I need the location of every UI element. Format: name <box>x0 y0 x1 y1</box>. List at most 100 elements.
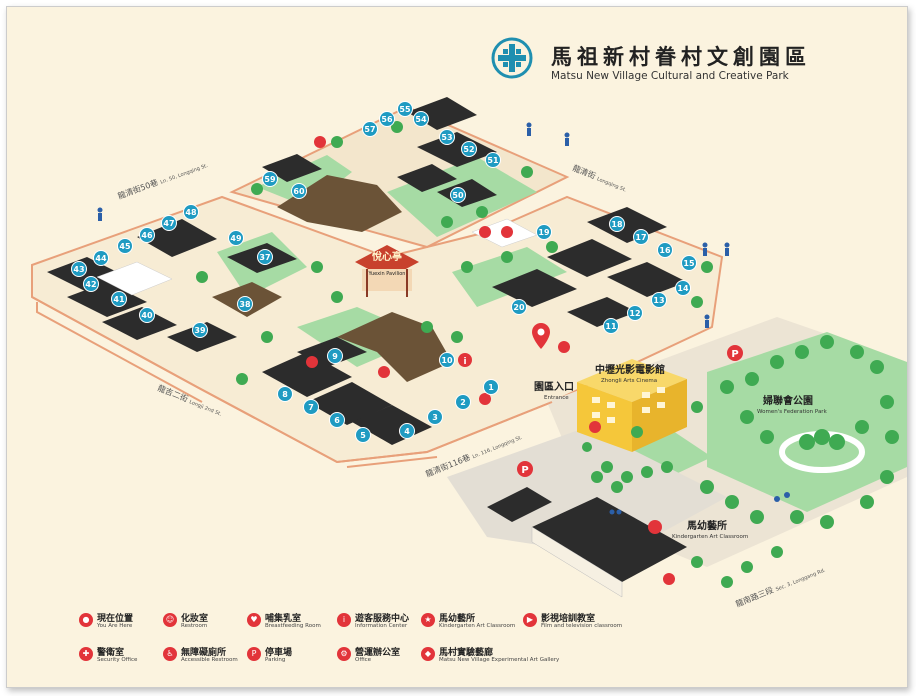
building-number: 15 <box>683 259 695 268</box>
gallery-icon: ◆ <box>421 647 435 661</box>
building-badge-11[interactable]: 11 <box>603 318 619 334</box>
building-badge-57[interactable]: 57 <box>362 121 378 137</box>
building-badge-45[interactable]: 45 <box>117 238 133 254</box>
building-number: 47 <box>163 219 174 228</box>
building-badge-44[interactable]: 44 <box>93 250 109 266</box>
building-number: 56 <box>381 115 393 124</box>
building-badge-16[interactable]: 16 <box>657 242 673 258</box>
information-center-marker[interactable]: i <box>458 353 472 367</box>
svg-text:Kindergarten Art Classroom: Kindergarten Art Classroom <box>672 534 748 540</box>
building-badge-14[interactable]: 14 <box>675 280 691 296</box>
svg-text:P: P <box>731 349 738 360</box>
building-number: 5 <box>360 431 366 440</box>
building-badge-8[interactable]: 8 <box>277 386 293 402</box>
location-pin-icon: ● <box>79 613 93 627</box>
kindergarten-label: 馬幼藝所 Kindergarten Art Classroom <box>648 519 748 540</box>
building-badge-12[interactable]: 12 <box>627 305 643 321</box>
building-badge-38[interactable]: 38 <box>237 296 253 312</box>
building-number: 41 <box>113 295 125 304</box>
building-badge-40[interactable]: 40 <box>139 307 155 323</box>
building-badge-20[interactable]: 20 <box>511 299 527 315</box>
film-icon: ▶ <box>523 613 537 627</box>
building-badge-1[interactable]: 1 <box>483 379 499 395</box>
building-badge-4[interactable]: 4 <box>399 423 415 439</box>
building-badge-60[interactable]: 60 <box>291 183 307 199</box>
building-badge-59[interactable]: 59 <box>262 171 278 187</box>
building-badge-7[interactable]: 7 <box>303 399 319 415</box>
building-badge-39[interactable]: 39 <box>192 322 208 338</box>
building-badge-5[interactable]: 5 <box>355 427 371 443</box>
building-number: 1 <box>488 383 494 392</box>
building-badge-6[interactable]: 6 <box>329 412 345 428</box>
building-number: 17 <box>635 233 646 242</box>
building-number: 45 <box>119 242 131 251</box>
building-badge-56[interactable]: 56 <box>379 111 395 127</box>
building-number: 11 <box>605 322 617 331</box>
building-badge-52[interactable]: 52 <box>461 141 477 157</box>
svg-text:婦聯會公園: 婦聯會公園 <box>762 394 813 407</box>
building-badge-42[interactable]: 42 <box>83 276 99 292</box>
building-number: 2 <box>460 398 466 407</box>
info-icon: i <box>337 613 351 627</box>
building-badge-47[interactable]: 47 <box>161 215 177 231</box>
park-label: 婦聯會公園 Women's Federation Park <box>757 394 828 415</box>
map-frame: 悅心亭 Yuexin Pavilion 龍清街50巷 Ln. 50, Longq… <box>6 6 908 688</box>
breastfeeding-icon: ♥ <box>247 613 261 627</box>
building-badge-43[interactable]: 43 <box>71 261 87 277</box>
building-number: 46 <box>141 231 153 240</box>
building-number: 38 <box>239 300 251 309</box>
building-badge-19[interactable]: 19 <box>536 224 552 240</box>
building-number: 43 <box>73 265 84 274</box>
building-badge-10[interactable]: 10 <box>439 352 455 368</box>
building-badge-18[interactable]: 18 <box>609 216 625 232</box>
page-title: 馬祖新村眷村文創園區 <box>551 45 811 69</box>
building-badge-9[interactable]: 9 <box>327 348 343 364</box>
building-badge-54[interactable]: 54 <box>413 111 429 127</box>
building-badge-48[interactable]: 48 <box>183 204 199 220</box>
building-wall <box>531 526 623 598</box>
building-number: 60 <box>293 187 305 196</box>
building-roof <box>487 487 552 522</box>
building-number: 19 <box>538 228 550 237</box>
you-are-here-marker[interactable] <box>532 323 550 349</box>
building-number: 57 <box>364 125 375 134</box>
building-badge-53[interactable]: 53 <box>439 129 455 145</box>
building-badge-17[interactable]: 17 <box>633 229 649 245</box>
building-white <box>96 261 173 296</box>
building-badge-55[interactable]: 55 <box>397 101 413 117</box>
building-badge-2[interactable]: 2 <box>455 394 471 410</box>
parking-marker[interactable]: P <box>517 461 533 477</box>
building-badge-49[interactable]: 49 <box>228 230 244 246</box>
pavilion-name: 悅心亭 <box>372 250 402 263</box>
building-number: 40 <box>141 311 153 320</box>
yuexin-pavilion[interactable]: 悅心亭 Yuexin Pavilion <box>355 245 419 297</box>
building-number: 8 <box>282 390 288 399</box>
building-number: 3 <box>432 413 438 422</box>
building-number: 39 <box>194 326 206 335</box>
parking-marker[interactable]: P <box>727 345 743 361</box>
building-badge-46[interactable]: 46 <box>139 227 155 243</box>
building-number: 50 <box>452 191 464 200</box>
building-badge-3[interactable]: 3 <box>427 409 443 425</box>
pavilion-name-en: Yuexin Pavilion <box>368 271 406 277</box>
building-badge-13[interactable]: 13 <box>651 292 667 308</box>
building-badge-50[interactable]: 50 <box>450 187 466 203</box>
svg-text:P: P <box>521 465 528 476</box>
building-number: 54 <box>415 115 427 124</box>
building-roof <box>532 497 687 582</box>
building-number: 51 <box>487 156 499 165</box>
zhongli-arts-cinema[interactable] <box>577 359 687 452</box>
entrance-label: 園區入口 Entrance <box>534 381 574 401</box>
svg-text:中壢光影電影館: 中壢光影電影館 <box>595 363 665 376</box>
building-badge-41[interactable]: 41 <box>111 291 127 307</box>
accessible-icon: ♿ <box>163 647 177 661</box>
building-number: 37 <box>259 253 270 262</box>
building-badge-37[interactable]: 37 <box>257 249 273 265</box>
building-badge-15[interactable]: 15 <box>681 255 697 271</box>
building-badge-51[interactable]: 51 <box>485 152 501 168</box>
